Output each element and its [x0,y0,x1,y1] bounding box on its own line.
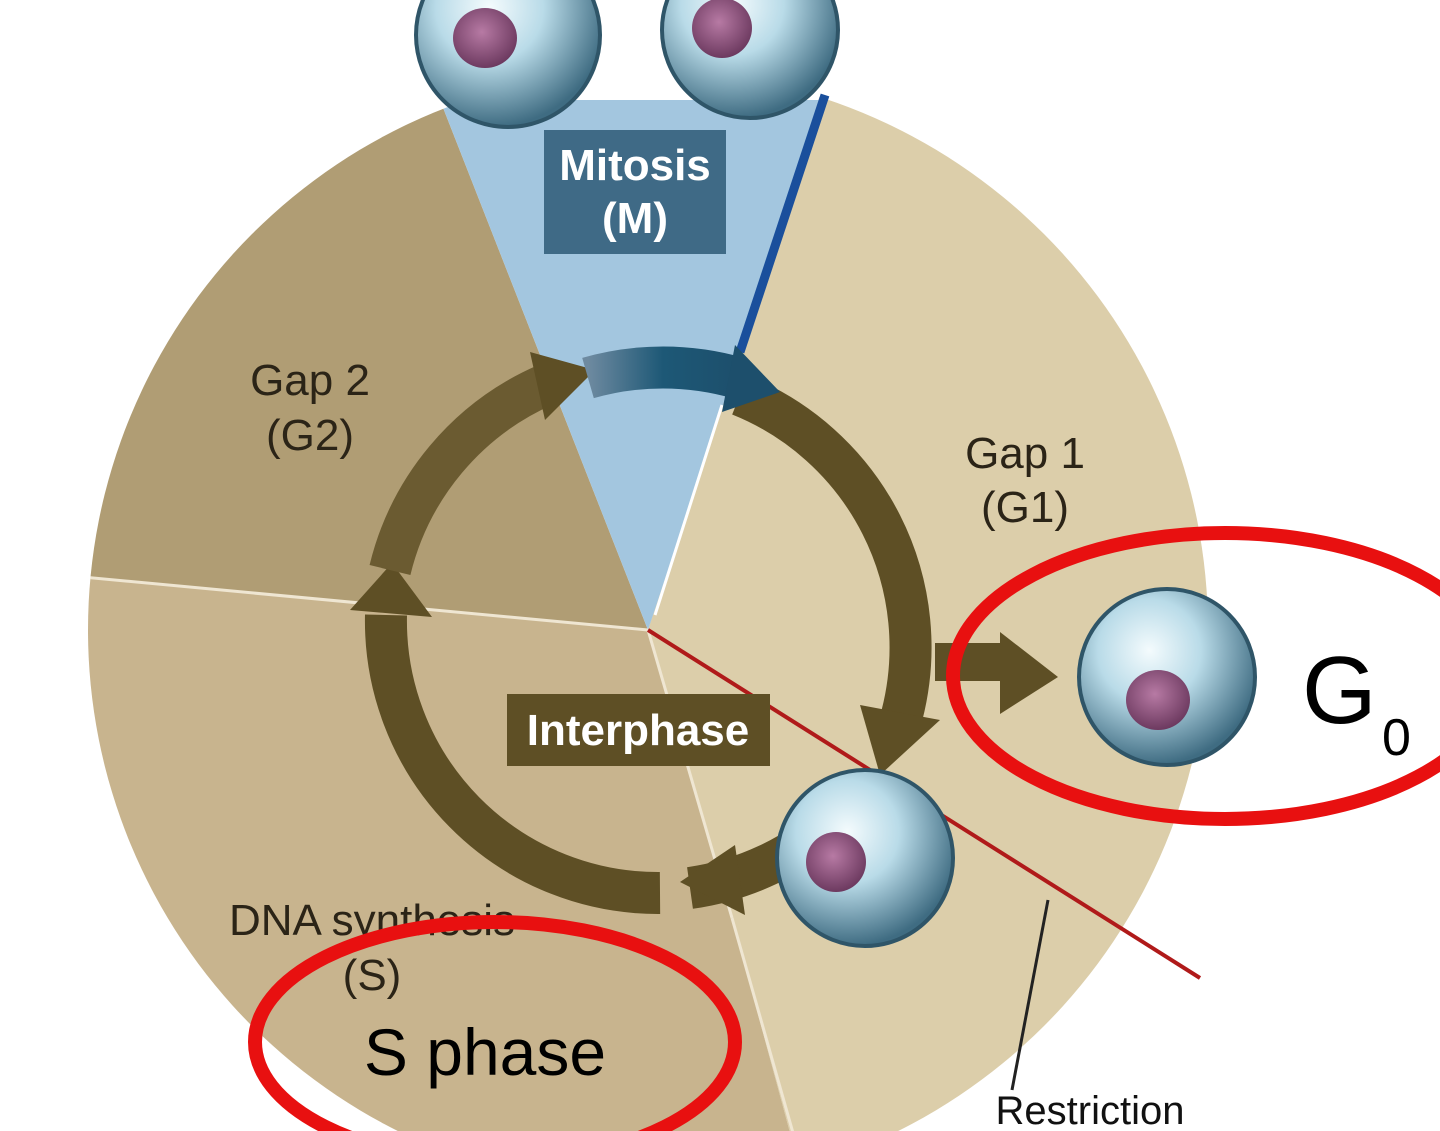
arrow-icon [722,345,780,412]
interphase-label: Interphase [527,706,750,755]
arrow-icon [732,375,932,721]
nucleus-icon [1126,670,1190,730]
nucleus-icon [806,832,866,892]
arrow-icon [860,705,940,775]
cell-icon [414,0,602,129]
gap1-label-line1: Gap 1 [965,429,1085,478]
g0-subscript: 0 [1382,709,1411,767]
mitosis-label-bg [544,130,726,254]
nucleus-icon [692,0,752,58]
nucleus-icon [453,8,517,68]
gap1-label-line2: (G1) [981,483,1069,532]
arrow-icon [582,346,744,399]
wedge-divider [730,917,797,1131]
arrow-icon [369,365,554,576]
s-phase-highlight-ring [248,915,742,1131]
wedge-divider [88,571,649,632]
gap2-label-line1: Gap 2 [250,356,370,405]
mitosis-label-line1: Mitosis [559,141,711,190]
arrow-icon [530,352,595,420]
s-label-line2: (S) [343,951,402,1000]
interphase-label-bg [507,694,770,766]
g0-highlight-ring [946,526,1440,826]
g0-label: G [1302,637,1377,744]
g0-arrow-shaft [935,643,1005,681]
mitosis-edge [735,93,830,354]
s-phase-label: S phase [364,1015,606,1089]
arrow-icon [680,845,745,915]
mitosis-edge-thin [653,404,724,616]
restriction-pointer [1010,899,1050,1091]
restriction-label: Restriction [996,1089,1185,1131]
arrow-icon [364,614,661,915]
gap2-label-line2: (G2) [266,411,354,460]
arrow-icon [350,563,432,617]
mitosis-label-line2: (M) [602,194,668,243]
cell-icon [775,768,955,948]
cell-icon [1077,587,1257,767]
cell-icon [660,0,840,120]
arrow-icon [1000,632,1058,714]
